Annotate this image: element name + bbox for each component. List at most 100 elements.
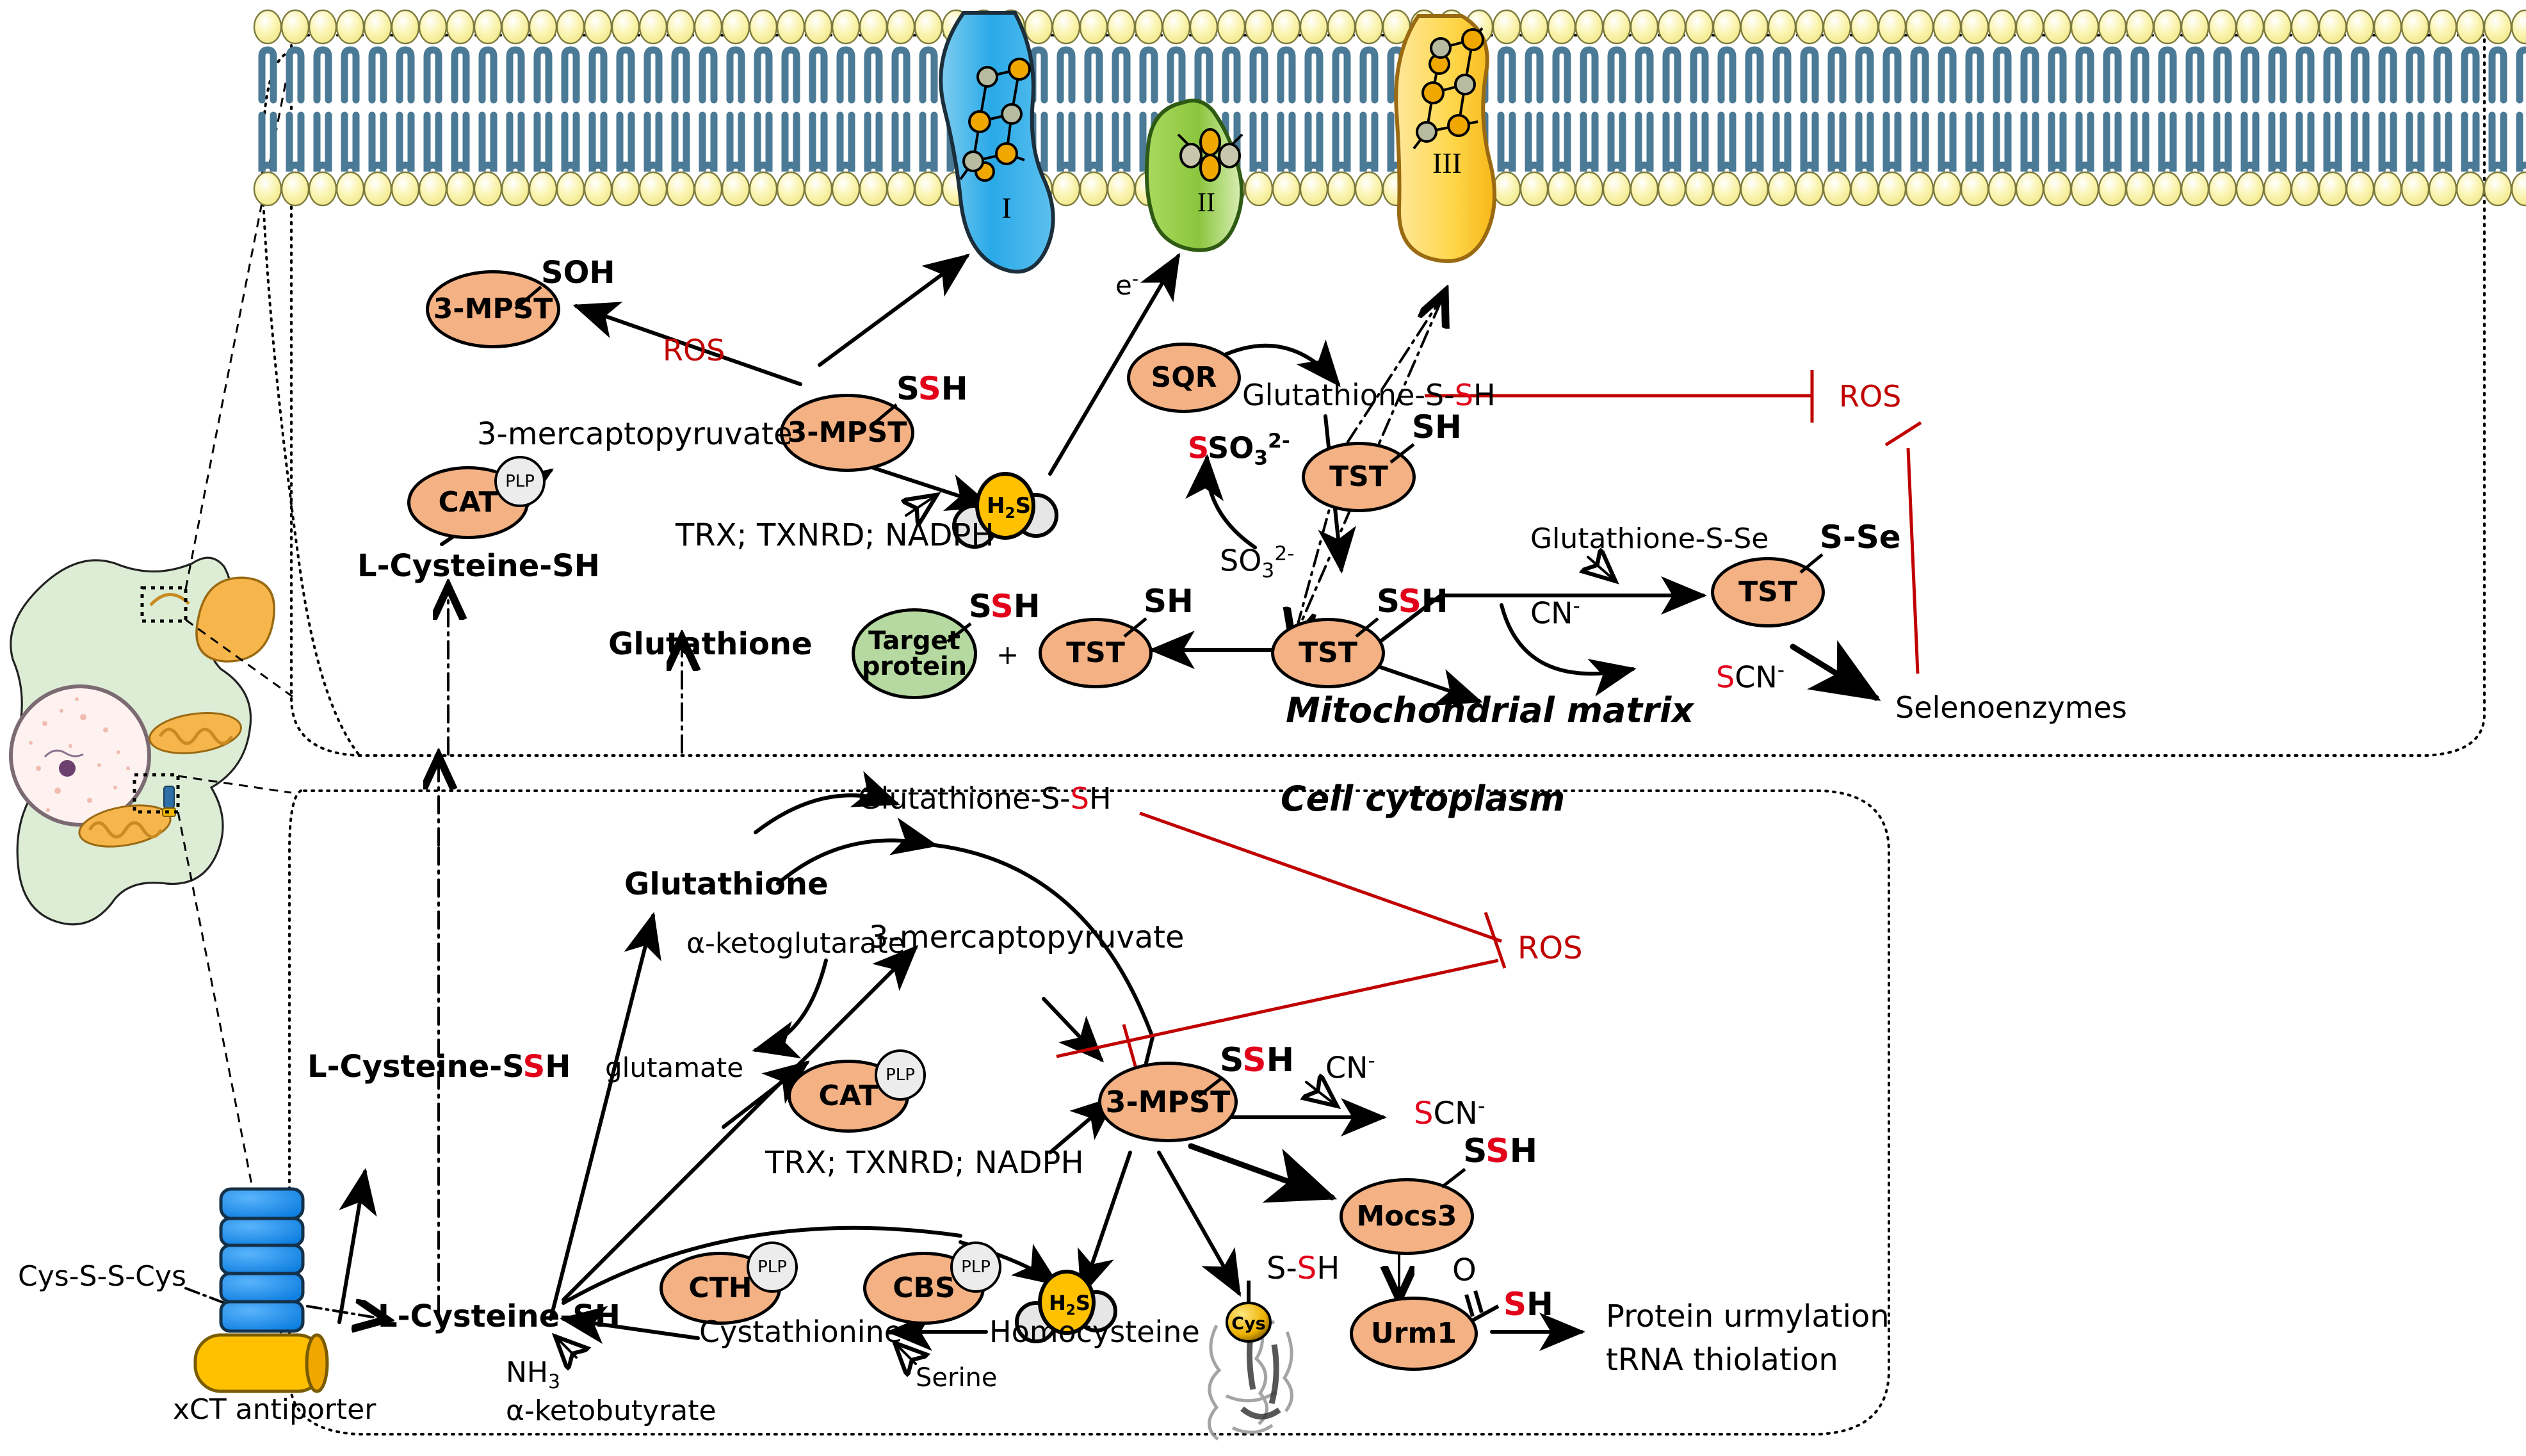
- label-h2s-mito: H2S: [987, 493, 1032, 522]
- label-l-cysteine-sh-mito: L-Cysteine-SH: [357, 548, 600, 584]
- plp-cofactor-cbs: PLP: [950, 1242, 1001, 1293]
- enzyme-label: CBS: [893, 1272, 955, 1304]
- label-sso3: SSO32-: [1188, 430, 1290, 470]
- enzyme-tst-sse[interactable]: TST: [1711, 557, 1825, 627]
- cyto-arrows: [184, 759, 1585, 1364]
- xct-antiporter: [193, 1187, 329, 1393]
- label-s-se-tst: S-Se: [1820, 519, 1901, 556]
- label-protein-urmylation: Protein urmylation: [1606, 1298, 1890, 1334]
- label-sh-tst-top: SH: [1412, 408, 1462, 446]
- target-protein[interactable]: Target protein: [852, 608, 977, 699]
- label-plus-sign: +: [996, 639, 1019, 670]
- mito-inhibition: [1425, 370, 1922, 674]
- plp-cofactor-mito: PLP: [494, 456, 546, 507]
- protein-ribbon: Cys: [1208, 1281, 1293, 1441]
- label-cystathionine: Cystathionine: [699, 1314, 903, 1349]
- label-ros-cyto: ROS: [1518, 930, 1583, 966]
- enzyme-label: Urm1: [1371, 1317, 1457, 1350]
- label-trna-thiolation: tRNA thiolation: [1606, 1342, 1838, 1378]
- label-selenoenzymes: Selenoenzymes: [1895, 690, 2127, 725]
- enzyme-label: CAT: [438, 486, 498, 519]
- enzyme-tst-sh-left[interactable]: TST: [1039, 618, 1153, 688]
- plp-cofactor-cat-cyto: PLP: [875, 1049, 926, 1101]
- plp-cofactor-cth: PLP: [747, 1242, 798, 1293]
- urm1-carbonyl: [1464, 1290, 1500, 1322]
- enzyme-label: TST: [1329, 460, 1388, 493]
- svg-text:III: III: [1432, 147, 1462, 179]
- label-glutathione-s-sh-cyto: Glutathione-S-SH: [858, 781, 1112, 816]
- label-scn-minus-cyto: SCN-: [1414, 1094, 1486, 1131]
- label-alpha-ketoglutarate: α-ketoglutarate: [686, 927, 905, 960]
- label-glutamate: glutamate: [605, 1052, 744, 1083]
- h2s-molecule-cyto: [1015, 1270, 1117, 1343]
- enzyme-label: TST: [1738, 576, 1797, 608]
- label-ssh-3mpst-cyto: SSH: [1220, 1041, 1295, 1080]
- label-s-sh-protein: S-SH: [1267, 1250, 1340, 1286]
- label-e-minus: e-: [1115, 268, 1139, 301]
- label-cys-s-s-cys: Cys-S-S-Cys: [18, 1260, 186, 1293]
- enzyme-label: SQR: [1151, 361, 1217, 394]
- enzyme-tst-ssh-mid[interactable]: TST: [1271, 618, 1385, 688]
- label-homocysteine: Homocysteine: [989, 1314, 1200, 1349]
- label-ros-mito-right: ROS: [1839, 379, 1902, 414]
- svg-text:I: I: [1001, 191, 1011, 224]
- cyto-inhibition: [1056, 811, 1507, 1083]
- enzyme-label: Mocs3: [1356, 1200, 1457, 1233]
- label-xct-antiporter: xCT antiporter: [173, 1393, 376, 1426]
- plp-label: PLP: [505, 472, 535, 491]
- enzyme-urm1[interactable]: Urm1: [1350, 1297, 1478, 1371]
- complex-I: I: [939, 11, 1055, 274]
- enzyme-label: CTH: [688, 1272, 752, 1304]
- label-ros-mito-left: ROS: [663, 333, 725, 368]
- enzyme-sqr[interactable]: SQR: [1127, 343, 1241, 413]
- label-cell-cytoplasm: Cell cytoplasm: [1281, 779, 1566, 819]
- label-glutathione-s-se: Glutathione-S-Se: [1530, 522, 1769, 555]
- label-3-mercaptopyruvate-mito: 3-mercaptopyruvate: [477, 416, 793, 452]
- label-scn-minus-mito: SCN-: [1716, 659, 1785, 695]
- enzyme-3mpst-top[interactable]: 3-MPST: [426, 270, 560, 348]
- enzyme-tst-sh[interactable]: TST: [1302, 442, 1416, 512]
- label-ssh-tst-mid: SSH: [1377, 583, 1448, 620]
- label-3-mercaptopyruvate-cyto: 3-mercaptopyruvate: [869, 919, 1185, 955]
- label-ssh-mocs3: SSH: [1463, 1132, 1538, 1170]
- enzyme-mocs3[interactable]: Mocs3: [1340, 1178, 1474, 1255]
- label-glutathione-mito: Glutathione: [608, 626, 813, 662]
- enzyme-label: 3-MPST: [1105, 1085, 1231, 1119]
- label-cn-minus-mito: CN-: [1530, 595, 1580, 631]
- enzyme-label: 3-MPST: [787, 416, 907, 449]
- cytoplasm-boundary: [288, 789, 1890, 1436]
- label-soh: SOH: [541, 255, 615, 291]
- label-l-cysteine-sh-cyto: L-Cysteine-SH: [378, 1298, 620, 1334]
- enzyme-label: 3-MPST: [433, 293, 553, 325]
- cell-illustration: [9, 53, 293, 1376]
- plp-label: PLP: [886, 1065, 915, 1085]
- mitochondrion-boundary: [290, 34, 2486, 757]
- label-nh3: NH3: [506, 1356, 561, 1393]
- label-serine: Serine: [916, 1363, 998, 1393]
- svg-text:Cys: Cys: [1231, 1314, 1266, 1334]
- label-cn-minus-cyto: CN-: [1325, 1049, 1375, 1085]
- label-trx-txnrd-nadph-cyto: TRX; TXNRD; NADPH: [765, 1145, 1084, 1181]
- enzyme-3mpst-cyto[interactable]: 3-MPST: [1098, 1062, 1238, 1142]
- label-sh-tst-left: SH: [1144, 583, 1194, 620]
- label-ssh-3mpst-mid: SSH: [896, 370, 968, 407]
- svg-text:II: II: [1197, 188, 1215, 218]
- lipid-bilayer: [253, 9, 2526, 207]
- label-alpha-ketobutyrate: α-ketobutyrate: [506, 1395, 717, 1427]
- label-glutathione-s-ssh: Glutathione-S-SH: [1242, 378, 1496, 412]
- label-h2s-cyto: H2S: [1049, 1291, 1090, 1319]
- label-l-cysteine-ssh: L-Cysteine-SSH: [307, 1049, 571, 1085]
- complex-II: II: [1144, 99, 1244, 252]
- label-mitochondrial-matrix: Mitochondrial matrix: [1286, 690, 1694, 731]
- label-o-urm1: O: [1452, 1252, 1477, 1288]
- label-sh-urm1: SH: [1503, 1286, 1553, 1323]
- target-protein-label: Target protein: [861, 626, 967, 681]
- label-so3: SO32-: [1220, 542, 1295, 583]
- h2s-molecule-mito: [952, 472, 1058, 549]
- label-ssh-target-protein: SSH: [969, 588, 1040, 625]
- enzyme-label: CAT: [818, 1080, 878, 1112]
